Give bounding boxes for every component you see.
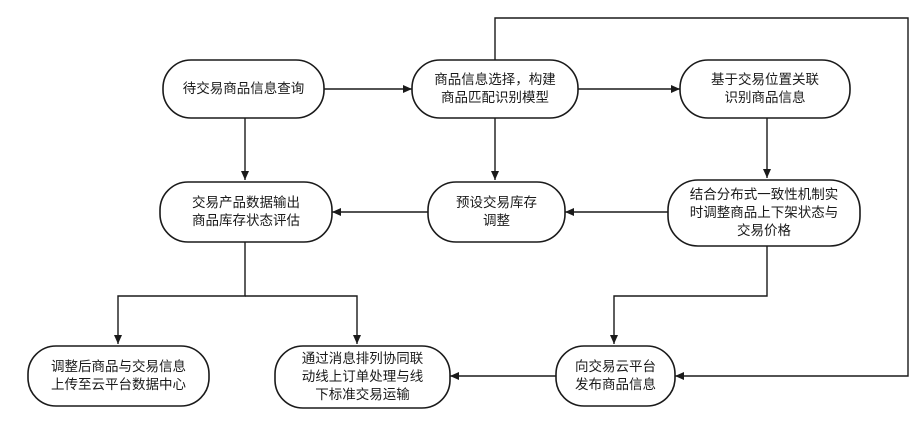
node-label-line: 交易价格 [737,222,791,239]
node-preset-adjust: 预设交易库存调整 [428,182,565,242]
node-label-line: 交易产品数据输出 [192,194,300,211]
node-label-line: 商品匹配识别模型 [441,90,549,106]
node-label-line: 预设交易库存 [456,194,537,211]
node-label-line: 发布商品信息 [575,376,656,393]
node-label-line: 基于交易位置关联 [711,71,819,88]
node-output-eval: 交易产品数据输出商品库存状态评估 [160,182,332,242]
node-message-queue: 通过消息排列协同联动线上订单处理与线下标准交易运输 [275,346,450,408]
node-label-line: 待交易商品信息查询 [183,80,305,97]
node-label-line: 调整 [483,213,510,229]
node-query: 待交易商品信息查询 [163,60,324,118]
node-label-line: 下标准交易运输 [315,386,410,403]
node-label-line: 上传至云平台数据中心 [51,377,186,393]
node-label-line: 时调整商品上下架状态与 [690,205,839,221]
node-select-model: 商品信息选择，构建商品匹配识别模型 [412,60,578,118]
edge-output-to-upload [118,242,245,344]
svg-text:通过消息排列协同联动线上订单处理与线下标准交易运输: 通过消息排列协同联动线上订单处理与线下标准交易运输 [302,350,424,403]
node-consistency: 结合分布式一致性机制实时调整商品上下架状态与交易价格 [668,180,860,246]
node-upload: 调整后商品与交易信息上传至云平台数据中心 [28,346,209,406]
node-label-line: 向交易云平台 [575,358,656,375]
node-label-line: 商品库存状态评估 [192,213,300,229]
node-publish: 向交易云平台发布商品信息 [556,346,675,406]
node-label-line: 调整后商品与交易信息 [51,358,186,375]
edge-consistency-to-publish [614,246,767,344]
node-label-line: 商品信息选择，构建 [434,71,556,88]
svg-text:待交易商品信息查询: 待交易商品信息查询 [183,80,305,97]
edge-output-to-queue [245,296,357,344]
node-label-line: 通过消息排列协同联 [302,350,424,367]
node-label-line: 结合分布式一致性机制实 [690,187,839,203]
node-identify: 基于交易位置关联识别商品信息 [680,60,850,118]
node-label-line: 动线上订单处理与线 [302,369,424,385]
node-label-line: 识别商品信息 [725,89,806,106]
